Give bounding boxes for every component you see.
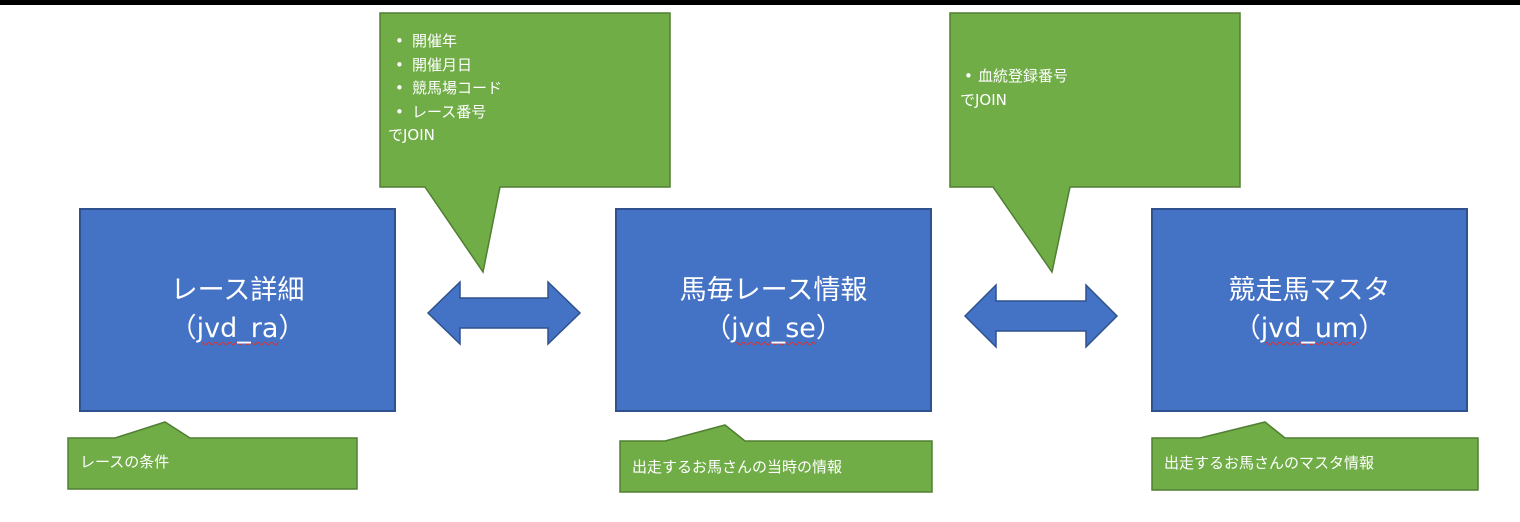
note-race-condition: レースの条件 — [80, 453, 170, 471]
entity-code: jvd_um — [1260, 313, 1359, 344]
entity-code-line: （jvd_se） — [704, 313, 843, 344]
double-arrow-2 — [963, 283, 1119, 349]
top-border — [0, 0, 1520, 5]
note-callout-shape-2 — [619, 424, 933, 493]
join-key-item: 開催年 — [388, 30, 658, 54]
entity-title: レース詳細 — [170, 275, 305, 306]
note-horse-race-info: 出走するお馬さんの当時の情報 — [632, 458, 843, 476]
entity-title: 競走馬マスタ — [1228, 275, 1391, 306]
join-key-item: レース番号 — [388, 101, 658, 125]
entity-horse-master: 競走馬マスタ （jvd_um） — [1151, 208, 1468, 412]
entity-title: 馬毎レース情報 — [679, 275, 868, 306]
join-suffix: でJOIN — [960, 90, 1007, 109]
entity-code-line: （jvd_um） — [1233, 313, 1386, 344]
join-key-list: 開催年 開催月日 競馬場コード レース番号 — [388, 30, 658, 124]
join-callout-1: 開催年 開催月日 競馬場コード レース番号 でJOIN — [388, 30, 658, 148]
entity-code: jvd_se — [731, 313, 816, 344]
join-key-item: 開催月日 — [388, 54, 658, 78]
entity-race-detail: レース詳細 （jvd_ra） — [79, 208, 396, 412]
join-key-item: 血統登録番号 — [960, 65, 1230, 89]
double-arrow-1 — [426, 280, 582, 346]
entity-horse-race-info: 馬毎レース情報 （jvd_se） — [615, 208, 932, 412]
note-callout-shape-3 — [1151, 421, 1479, 491]
note-callout-shape-1 — [67, 421, 358, 490]
note-horse-master: 出走するお馬さんのマスタ情報 — [1164, 454, 1375, 472]
join-callout-2: 血統登録番号 でJOIN — [960, 65, 1230, 112]
join-key-item: 競馬場コード — [388, 77, 658, 101]
join-key-list: 血統登録番号 — [960, 65, 1230, 89]
join-suffix: でJOIN — [388, 126, 435, 144]
entity-code-line: （jvd_ra） — [169, 313, 306, 344]
entity-code: jvd_ra — [196, 313, 279, 344]
